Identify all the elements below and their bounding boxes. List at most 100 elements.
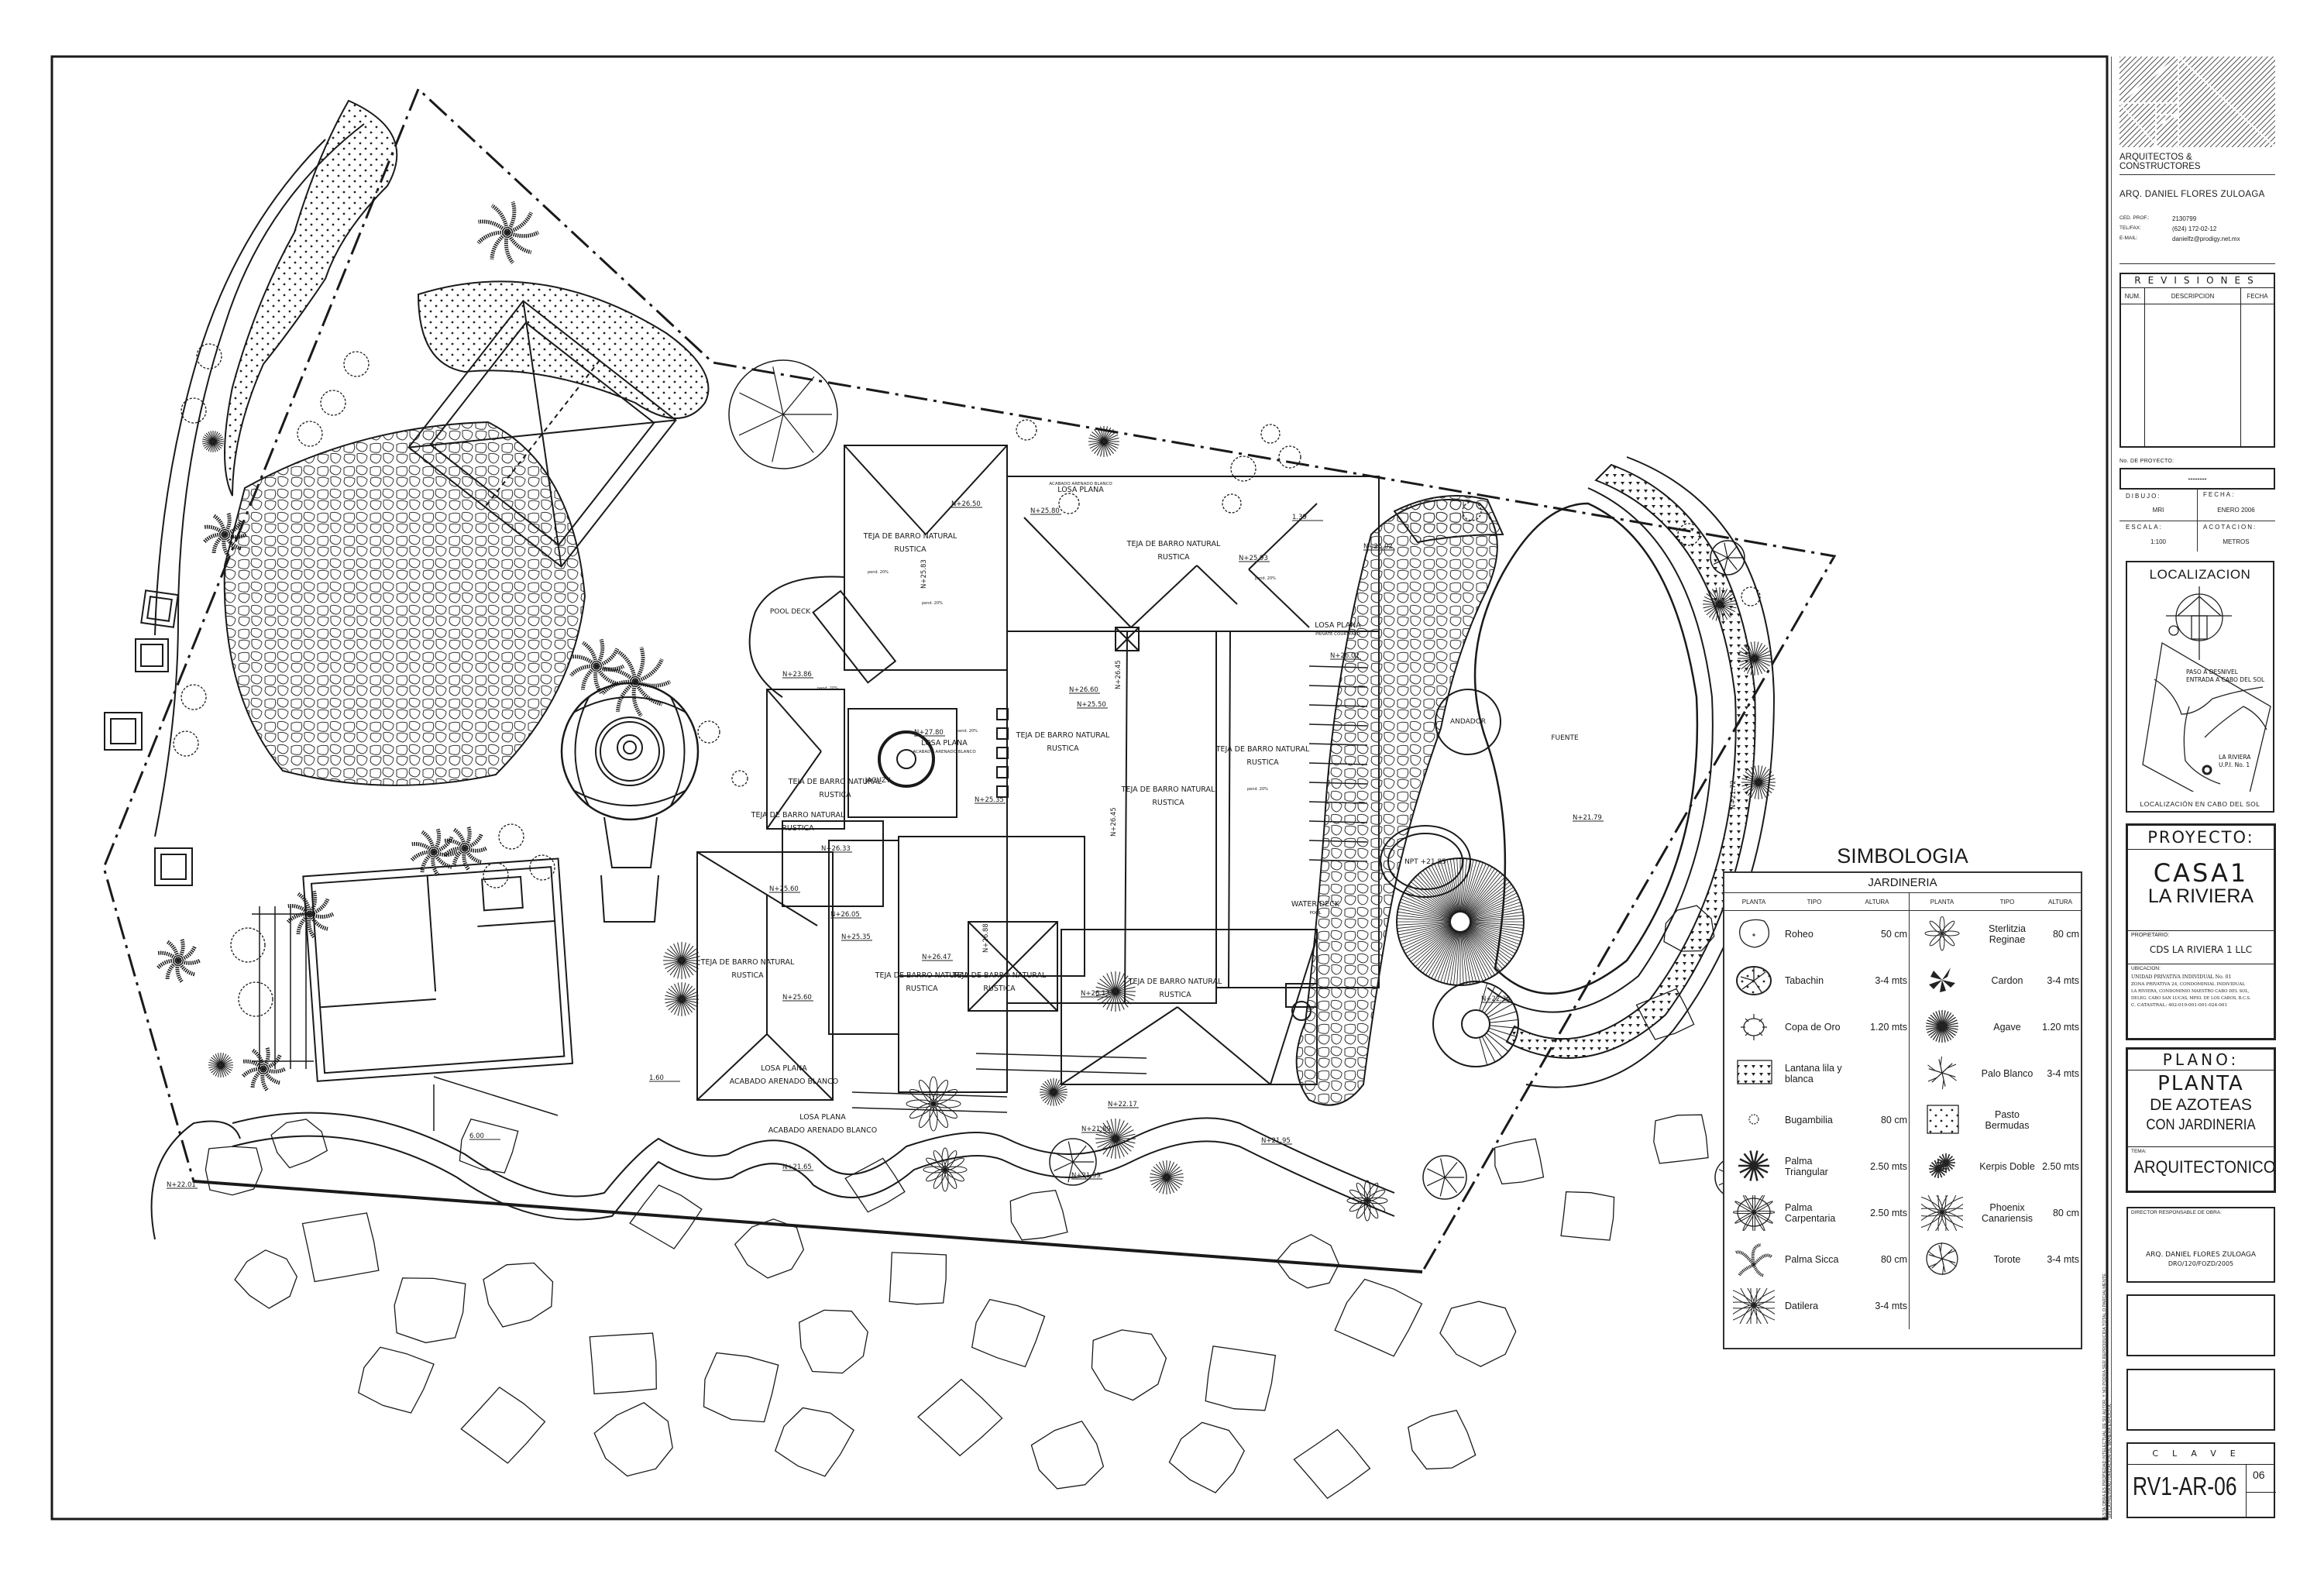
owner-label: PROPIETARIO:	[2131, 933, 2170, 938]
disclaimer-line: ESTA OBRA ES PROPIEDAD INTELECTUAL DE SU…	[2102, 1273, 2107, 1518]
location-map: PASO A DESNIVEL ENTRADA A CABO DEL SOL L…	[2142, 586, 2271, 820]
agave-icon	[1703, 587, 1737, 621]
contact-value: 2130799	[2172, 215, 2197, 222]
palm-tree-icon	[241, 1046, 287, 1092]
level-mark: N+25.83	[920, 559, 928, 589]
plan-label: TEJA DE BARRO NATURAL	[863, 532, 957, 541]
plan-label: POOL	[1309, 911, 1322, 916]
location-line: ZONA PRIVATIVA 24, CONDOMINIAL INDIVIDUA…	[2131, 982, 2246, 987]
level-mark: N+25.93	[1239, 555, 1268, 562]
plan-label: TEJA DE BARRO NATURAL	[1215, 745, 1310, 754]
plan-label: TEJA DE BARRO NATURAL	[751, 811, 845, 820]
plant-name: Pasto Bermudas	[1985, 1109, 2030, 1131]
lantana-hatch-icon	[1737, 1060, 1772, 1084]
plant-name: Cardon	[1991, 975, 2023, 986]
shrub-icon	[343, 351, 370, 377]
boulder	[1030, 1421, 1105, 1490]
plan-label: WATER DECK	[1291, 900, 1340, 909]
shrub-icon	[1260, 424, 1281, 444]
firm-logo	[2119, 56, 2276, 148]
plan-label: TEJA DE BARRO NATURAL	[700, 958, 795, 967]
project-number-value: --------	[2188, 475, 2207, 483]
location-line: UNIDAD PRIVATIVA INDIVIDUAL No. 01	[2131, 974, 2232, 980]
boulder	[1635, 988, 1695, 1040]
theme-label: TEMA:	[2131, 1149, 2147, 1154]
tree-canopy-icon	[728, 359, 838, 469]
east-paver-path	[1393, 495, 1504, 544]
plan-label: TEJA DE BARRO NATURAL	[952, 971, 1047, 980]
water-deck	[1435, 689, 1501, 755]
private-courtyard-wall	[748, 576, 845, 698]
column-header: PLANTA	[1909, 893, 1975, 911]
divider	[2119, 174, 2275, 175]
boulder	[459, 1119, 519, 1174]
blank-panel	[2126, 1294, 2275, 1356]
guest-pavilion	[407, 300, 677, 568]
tree-canopy-icon	[1422, 1155, 1467, 1200]
boulder	[483, 1262, 554, 1328]
units-label: ACOTACION:	[2203, 524, 2257, 531]
boulder	[844, 1157, 906, 1213]
level-mark: N+26.33	[821, 845, 851, 853]
palm-tree-icon	[286, 890, 335, 939]
level-mark: N+26.02	[1363, 543, 1393, 551]
phoenix-icon	[1921, 1195, 1963, 1231]
sheet-heading: PLANO:	[2128, 1050, 2274, 1071]
palm-tree-icon	[156, 938, 201, 984]
level-mark: N+25.50	[1077, 701, 1106, 709]
plant-name: Datilera	[1785, 1301, 1819, 1311]
level-mark: N+22.17	[1108, 1101, 1137, 1108]
location-note: PASO A DESNIVEL	[2186, 668, 2239, 675]
boulder	[1293, 1428, 1371, 1500]
plan-label: LOSA PLANA	[761, 1064, 807, 1073]
plant-name: Lantana lila y blanca	[1785, 1063, 1842, 1084]
bugambilia-icon	[1748, 1114, 1759, 1125]
shrub-icon	[1462, 501, 1482, 521]
boulder	[799, 1309, 868, 1374]
plant-name: Copa de Oro	[1785, 1022, 1841, 1033]
shrub-icon	[731, 770, 748, 787]
boulder	[1334, 1278, 1423, 1357]
plant-height: 80 cm	[2052, 1208, 2079, 1218]
plan-label: ACABADO ARENADO BLANCO	[1049, 482, 1112, 486]
plant-name: Tabachin	[1785, 975, 1824, 986]
plan-label: TEJA DE BARRO NATURAL	[1128, 978, 1222, 986]
plan-label: RUSTICA	[894, 545, 927, 554]
level-mark: N+22.01	[167, 1181, 196, 1189]
sheet-title: PLANTA	[2157, 1072, 2244, 1095]
boulder	[1276, 1234, 1340, 1289]
level-mark: N+21.99	[1071, 1172, 1101, 1180]
boulder	[301, 1212, 380, 1283]
column-squares	[996, 708, 1009, 798]
level-mark: N+21.95	[1261, 1137, 1291, 1145]
director-license: DRO/120/FOZD/2005	[2168, 1260, 2234, 1267]
revisions-title: REVISIONES	[2121, 274, 2274, 288]
plant-name: Palo Blanco	[1981, 1068, 2033, 1079]
boulder	[1205, 1345, 1277, 1411]
level-mark: N+25.60	[782, 994, 812, 1002]
boulder	[971, 1298, 1046, 1368]
boulder	[1439, 1301, 1517, 1367]
boulder	[917, 1378, 1003, 1457]
plan-label: TEJA DE BARRO NATURAL	[875, 971, 969, 980]
frame-edge	[2111, 57, 2112, 1519]
agave-icon	[1738, 641, 1772, 675]
left-paver-area	[223, 421, 586, 786]
palma-carpentaria-icon	[1733, 1195, 1775, 1231]
pool-planter-band	[1505, 463, 1756, 1059]
contact-label: E-MAIL:	[2119, 235, 2138, 241]
left-garden-walk	[154, 123, 365, 837]
agave-icon	[1040, 1078, 1067, 1106]
location-label: UBICACION:	[2131, 966, 2161, 971]
director-name: ARQ. DANIEL FLORES ZULOAGA	[2145, 1251, 2257, 1259]
shrub-icon	[1016, 419, 1037, 441]
trees	[156, 201, 1824, 1335]
shrub-icon	[238, 981, 273, 1017]
level-mark: N+26.05	[830, 911, 860, 919]
drawing-frame	[50, 55, 2109, 1521]
boulder	[1560, 1191, 1615, 1241]
architect-name: ARQ. DANIEL FLORES ZULOAGA	[2119, 190, 2265, 199]
boulder	[1408, 1409, 1477, 1470]
plan-label: TEJA DE BARRO NATURAL	[1126, 540, 1221, 548]
plan-label: ACABADO ARENADO BLANCO	[768, 1126, 878, 1135]
